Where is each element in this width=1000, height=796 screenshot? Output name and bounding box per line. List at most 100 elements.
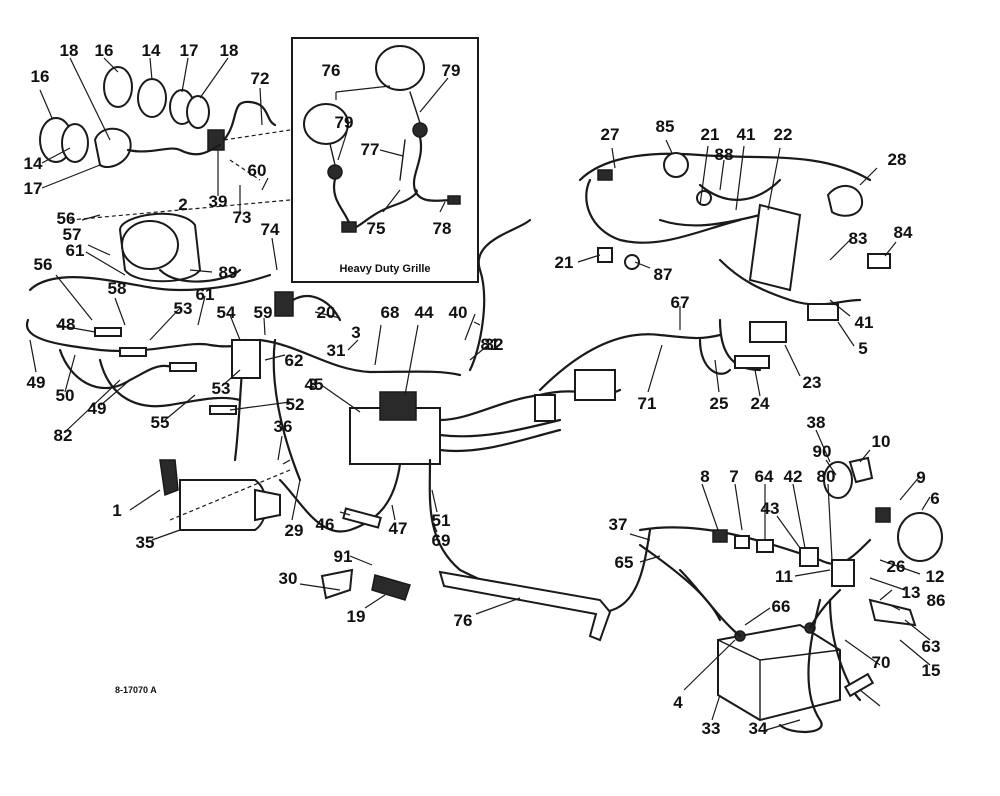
callout-label: 79 [335, 113, 354, 132]
figure-reference: 8-17070 A [115, 685, 157, 695]
callout-label: 48 [57, 315, 76, 334]
lamp-socket-icon [412, 122, 428, 138]
regulator-section: 3 46 47 51 69 91 30 19 76 32 [279, 218, 722, 642]
callout-label: 76 [454, 611, 473, 630]
callout-label: 91 [334, 547, 353, 566]
callout-label: 43 [761, 499, 780, 518]
gauge-icon [823, 461, 853, 499]
callout-label: 27 [601, 125, 620, 144]
callout-label: 56 [34, 255, 53, 274]
callout-label: 69 [432, 531, 451, 550]
callout-label: 59 [254, 303, 273, 322]
callout-label: 29 [285, 521, 304, 540]
callout-label: 56 [57, 209, 76, 228]
callout-label: 87 [654, 265, 673, 284]
gauge-icon [663, 152, 689, 178]
callout-label: 6 [930, 489, 939, 508]
callout-label: 41 [737, 125, 756, 144]
lamp-ring-icon [103, 66, 133, 108]
callout-label: 18 [220, 41, 239, 60]
callout-label: 17 [24, 179, 43, 198]
spark-plug-icon [119, 347, 147, 357]
switch-icon [749, 321, 787, 343]
callout-label: 16 [31, 67, 50, 86]
instrument-panel-section: 27 85 21 88 41 22 28 21 87 84 83 41 67 8… [473, 117, 913, 413]
callout-label: 53 [174, 299, 193, 318]
callout-label: 71 [638, 394, 657, 413]
callout-label: 33 [702, 719, 721, 738]
callout-label: 34 [749, 719, 768, 738]
callout-label: 54 [217, 303, 236, 322]
grille-lamp-upper [375, 45, 425, 91]
spark-plug-icon [209, 405, 237, 415]
callout-label: 7 [729, 467, 738, 486]
connector-icon [574, 369, 616, 401]
inset-caption: Heavy Duty Grille [339, 263, 430, 275]
callout-label: 63 [922, 637, 941, 656]
callout-label: 8 [700, 467, 709, 486]
callout-label: 68 [381, 303, 400, 322]
callout-label: 32 [485, 335, 504, 354]
generator-section: 2 56 57 61 89 74 20 56 58 61 53 54 59 62… [25, 195, 468, 552]
lamp-socket-icon [327, 164, 343, 180]
callout-label: 21 [701, 125, 720, 144]
callout-label: 1 [112, 501, 121, 520]
callout-label: 67 [671, 293, 690, 312]
callout-label: 61 [196, 285, 215, 304]
starter-motor-icon [179, 479, 268, 531]
callout-label: 73 [233, 208, 252, 227]
callout-label: 2 [178, 195, 187, 214]
rear-lamp-icon [897, 512, 943, 562]
callout-label: 38 [807, 413, 826, 432]
callout-label: 84 [894, 223, 913, 242]
coil-icon [231, 339, 261, 379]
callout-label: 60 [248, 161, 267, 180]
callout-label: 55 [151, 413, 170, 432]
callout-label: 47 [389, 519, 408, 538]
frame-rail [438, 570, 612, 642]
callout-label: 72 [251, 69, 270, 88]
callout-label: 86 [927, 591, 946, 610]
callout-label: 37 [609, 515, 628, 534]
callout-label: 21 [555, 253, 574, 272]
callout-label: 14 [142, 41, 161, 60]
callout-label: 76 [322, 61, 341, 80]
callout-label: 25 [710, 394, 729, 413]
terminal-icon [341, 221, 357, 233]
callout-label: 82 [54, 426, 73, 445]
callout-label: 31 [327, 341, 346, 360]
callout-label: 39 [209, 192, 228, 211]
callout-label: 26 [887, 557, 906, 576]
callout-label: 57 [63, 225, 82, 244]
battery-section: 38 90 10 9 6 8 7 64 42 80 43 37 65 11 12… [609, 413, 946, 738]
callout-label: 75 [367, 219, 386, 238]
callout-label: 24 [751, 394, 770, 413]
terminal-icon [447, 195, 461, 205]
callout-label: 30 [279, 569, 298, 588]
callout-label: 20 [317, 303, 336, 322]
headlamp-assembly: 16 18 16 14 17 18 72 14 17 39 73 60 [24, 41, 291, 227]
callout-label: 90 [813, 442, 832, 461]
callout-label: 5 [858, 339, 867, 358]
callout-label: 40 [449, 303, 468, 322]
callout-label: 52 [286, 395, 305, 414]
ignition-switch-icon [826, 185, 864, 217]
callout-label: 42 [784, 467, 803, 486]
callout-label: 65 [615, 553, 634, 572]
switch-icon [274, 291, 294, 317]
callout-label: 36 [274, 417, 293, 436]
callout-label: 18 [60, 41, 79, 60]
callout-label: 58 [108, 279, 127, 298]
callout-label: 51 [432, 511, 451, 530]
callout-label: 11 [775, 567, 793, 586]
callout-label: 13 [902, 583, 921, 602]
callout-label: 70 [872, 653, 891, 672]
grille-lamp-lower [303, 103, 349, 145]
callout-label: 49 [27, 373, 46, 392]
callout-label: 62 [285, 351, 304, 370]
callout-label: 41 [855, 313, 874, 332]
callout-label: 49 [88, 399, 107, 418]
callout-label: 81 [481, 335, 500, 354]
callout-label: 66 [772, 597, 791, 616]
callout-label: 3 [308, 375, 317, 394]
